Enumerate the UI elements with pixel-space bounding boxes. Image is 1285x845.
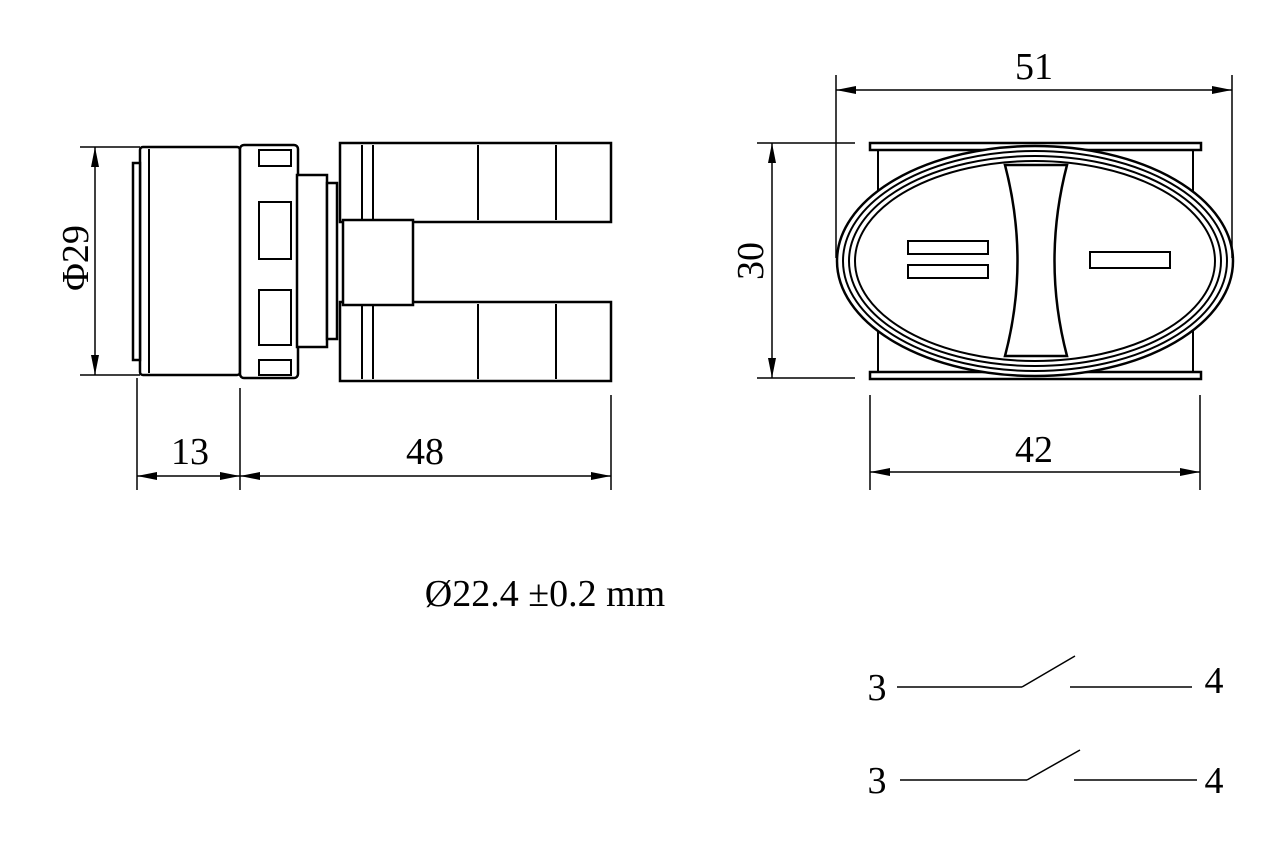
terminal-right-label: 4 xyxy=(1205,660,1224,702)
mounting-note: Ø22.4 ±0.2 mm xyxy=(425,573,665,615)
dimension-body-length: 48 xyxy=(240,431,611,480)
single-bar-symbol xyxy=(1089,251,1171,269)
dimension-width: 51 xyxy=(835,46,1233,258)
diameter-label: Φ29 xyxy=(55,225,97,291)
button-cap xyxy=(131,145,242,377)
terminal-left-label: 3 xyxy=(868,760,887,802)
double-bar-symbol-top xyxy=(907,240,989,255)
contact-block-upper xyxy=(338,141,613,224)
dimension-base-width: 42 xyxy=(869,395,1201,490)
terminal-left-label: 3 xyxy=(868,667,887,709)
width-label: 51 xyxy=(1015,46,1053,88)
cap-length-label: 13 xyxy=(171,431,209,473)
contact-block-lower xyxy=(338,300,613,383)
body-length-label: 48 xyxy=(406,431,444,473)
neck xyxy=(295,173,339,349)
dimension-cap-length: 13 xyxy=(137,431,240,480)
dimension-height: 30 xyxy=(730,142,855,379)
height-label: 30 xyxy=(730,242,772,280)
contact-schematic-2: 3 4 xyxy=(868,749,1224,802)
front-view: 51 30 42 xyxy=(730,46,1235,490)
contact-holder xyxy=(341,218,415,307)
side-view: Φ29 13 48 xyxy=(55,141,613,490)
double-bar-symbol-bottom xyxy=(907,264,989,279)
contact-schematic-1: 3 4 xyxy=(868,655,1224,709)
mounting-ring xyxy=(238,143,300,380)
terminal-right-label: 4 xyxy=(1205,760,1224,802)
base-width-label: 42 xyxy=(1015,429,1053,471)
dimension-diameter: Φ29 xyxy=(55,146,140,376)
